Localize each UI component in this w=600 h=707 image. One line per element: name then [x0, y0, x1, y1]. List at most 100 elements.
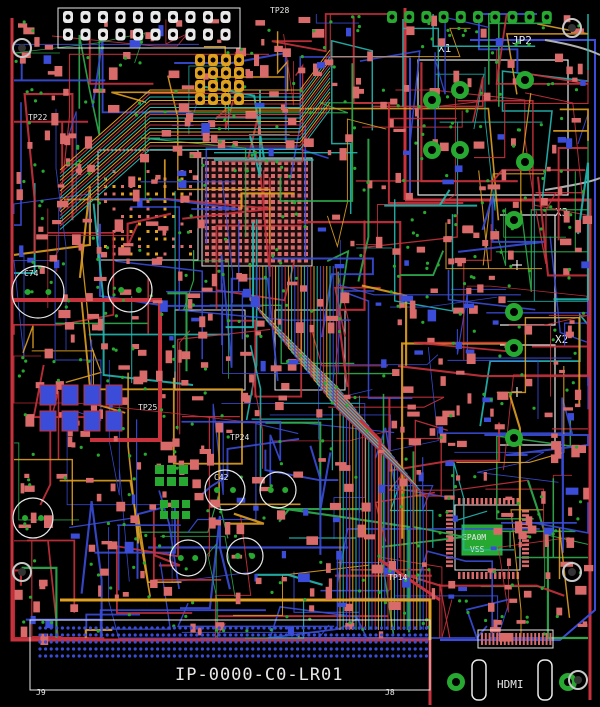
smd-pad: [178, 103, 189, 112]
trace: [14, 540, 62, 638]
edge-pin: [100, 654, 104, 658]
smd-pad: [178, 349, 182, 363]
via: [220, 414, 224, 418]
edge-pin: [195, 633, 199, 637]
edge-pin: [161, 654, 165, 658]
bga-ball: [297, 200, 302, 204]
smd-pad: [518, 531, 527, 540]
via: [458, 599, 462, 603]
hdmi-chip-pad: [446, 514, 453, 517]
smd-pad: [198, 331, 208, 339]
bga-ball: [257, 252, 262, 256]
smd-pad: [187, 293, 201, 298]
header-hole: [406, 14, 412, 20]
edge-pin: [296, 626, 300, 630]
memory-pad: [104, 192, 107, 196]
edge-pin: [100, 640, 104, 644]
edge-pin: [340, 640, 344, 644]
bga-ball: [211, 245, 216, 250]
bga-ball: [218, 232, 223, 237]
header-hole: [223, 83, 229, 89]
capacitor-pin: [38, 515, 44, 521]
smd-pad: [60, 133, 66, 145]
edge-pin: [206, 647, 210, 651]
smd-pad: [494, 424, 505, 430]
hdmi-chip-pad: [446, 510, 453, 513]
smd-pad: [298, 67, 306, 74]
smd-pad: [544, 412, 553, 418]
edge-pin: [296, 647, 300, 651]
via: [451, 474, 455, 478]
header-hole: [236, 96, 242, 102]
via: [279, 462, 283, 466]
edge-pin: [340, 654, 344, 658]
smd-pad: [557, 187, 563, 196]
via: [91, 100, 95, 104]
smd-pad: [566, 66, 573, 75]
edge-pin: [38, 647, 42, 651]
edge-pin: [94, 647, 98, 651]
edge-pin: [77, 647, 81, 651]
trace: [553, 108, 589, 141]
via: [479, 91, 483, 95]
via: [449, 125, 453, 129]
hdmi-chip-pad: [512, 498, 515, 505]
edge-pin: [240, 626, 244, 630]
edge-pin: [273, 640, 277, 644]
via: [569, 213, 573, 217]
via: [498, 354, 502, 358]
via: [353, 166, 357, 170]
smd-pad: [463, 303, 475, 309]
trace: [309, 445, 332, 555]
edge-pin: [273, 647, 277, 651]
via: [270, 590, 274, 595]
memory-pad: [163, 252, 167, 256]
edge-pin: [200, 654, 204, 658]
edge-pin: [167, 633, 171, 637]
smd-pad: [199, 316, 206, 328]
edge-pin: [363, 633, 367, 637]
via: [17, 374, 21, 378]
trace: [117, 524, 181, 591]
edge-pin: [150, 640, 154, 644]
edge-pin: [217, 647, 221, 651]
hdmi-chip-pad: [446, 560, 453, 563]
via: [120, 375, 125, 379]
smd-pad: [563, 211, 570, 223]
edge-pin: [324, 654, 328, 658]
bga-ball: [238, 167, 242, 172]
bga-ball: [271, 226, 275, 230]
via: [480, 201, 484, 205]
edge-pin: [284, 654, 288, 658]
hdmi-connector-pads: [481, 633, 552, 645]
smd-pad: [473, 141, 485, 149]
smd-pad: [563, 268, 570, 275]
label-j9: J9: [36, 688, 46, 697]
memory-pad: [138, 215, 141, 218]
bga-ball: [205, 252, 209, 256]
electrolytic-capacitors: [11, 265, 297, 577]
trace: [388, 475, 529, 558]
memory-pad: [146, 215, 150, 218]
bga-ball: [284, 180, 289, 185]
bga-ball: [297, 239, 302, 243]
edge-pin: [83, 654, 87, 658]
via: [404, 578, 408, 583]
bga-ball: [290, 213, 295, 217]
hdmi-connector: HDMI: [471, 629, 554, 701]
header-hole: [83, 32, 88, 37]
smd-pad: [131, 494, 136, 505]
edge-pin: [324, 633, 328, 637]
via: [445, 174, 449, 178]
trace: [395, 89, 589, 216]
smd-pad: [240, 351, 252, 356]
trace: [264, 449, 339, 482]
via: [203, 391, 207, 395]
edge-pin: [167, 647, 171, 651]
smd-pad: [390, 98, 398, 105]
via: [402, 611, 407, 615]
smd-pad: [236, 524, 245, 535]
edge-pin: [256, 633, 260, 637]
via: [479, 125, 483, 129]
via: [574, 445, 579, 449]
